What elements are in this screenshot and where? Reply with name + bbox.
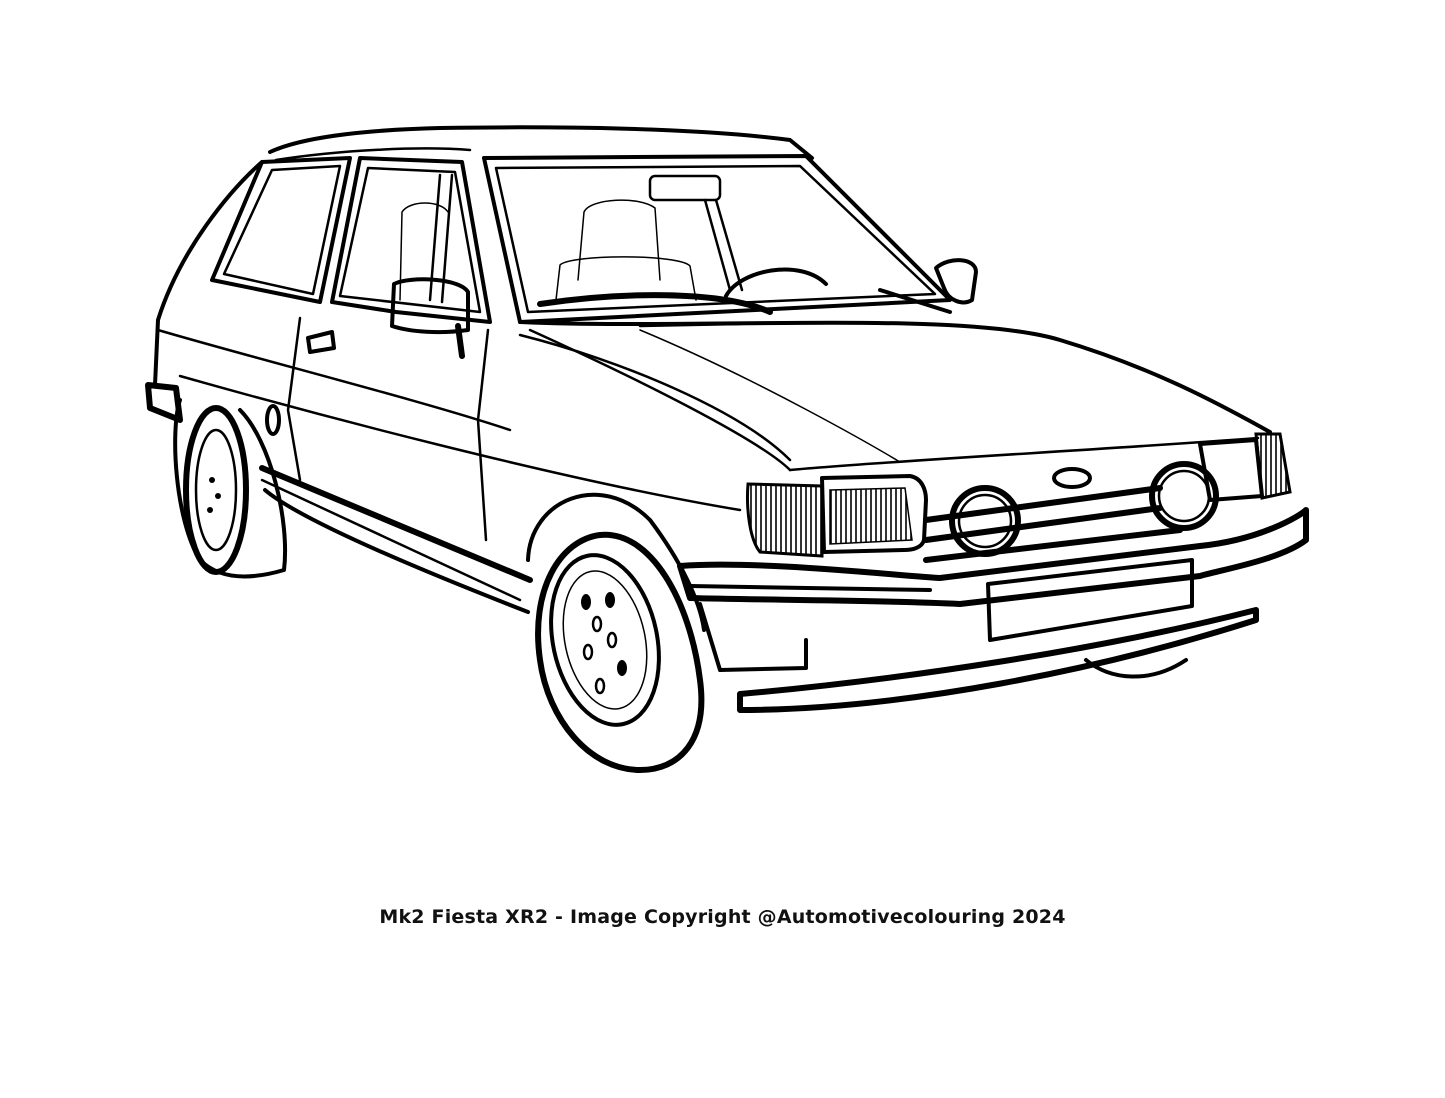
door-window (330, 156, 492, 324)
roof (268, 125, 814, 162)
front-end (746, 432, 1292, 563)
windscreen (399, 154, 952, 324)
rear-wheel (173, 398, 288, 579)
front-bumper (677, 507, 1309, 713)
copyright-caption: Mk2 Fiesta XR2 - Image Copyright @Automo… (379, 906, 1066, 928)
rear-side-window (210, 156, 352, 304)
bonnet (518, 320, 1272, 472)
body-side (145, 160, 792, 614)
door-mirror (390, 258, 978, 359)
front-wheel (526, 492, 706, 773)
